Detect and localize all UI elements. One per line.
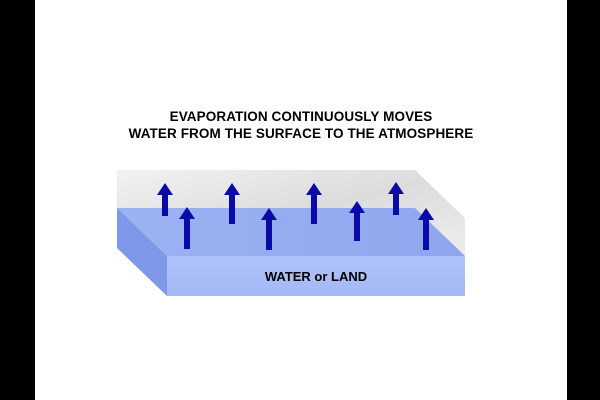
up-arrow-icon	[157, 183, 173, 216]
left-frame-bar	[0, 0, 35, 400]
up-arrow-icon	[179, 207, 195, 249]
up-arrow-icon	[306, 183, 322, 224]
up-arrow-icon	[349, 201, 365, 241]
up-arrow-icon	[261, 208, 277, 250]
up-arrow-icon	[224, 183, 240, 224]
up-arrow-icon	[418, 208, 434, 250]
caption-line-1: EVAPORATION CONTINUOUSLY MOVES	[169, 109, 433, 124]
evaporation-block-diagram: WATER or LAND	[117, 170, 465, 296]
evaporation-arrows	[157, 182, 434, 250]
right-frame-bar	[567, 0, 600, 400]
block-side-face	[117, 208, 167, 296]
slide-canvas: EVAPORATION CONTINUOUSLY MOVES WATER FRO…	[35, 0, 567, 400]
diagram-caption: EVAPORATION CONTINUOUSLY MOVES WATER FRO…	[35, 108, 567, 142]
block-label: WATER or LAND	[265, 269, 367, 284]
caption-line-2: WATER FROM THE SURFACE TO THE ATMOSPHERE	[128, 126, 474, 141]
up-arrow-icon	[388, 182, 404, 215]
block-front-face	[167, 256, 465, 296]
water-surface	[117, 208, 465, 256]
